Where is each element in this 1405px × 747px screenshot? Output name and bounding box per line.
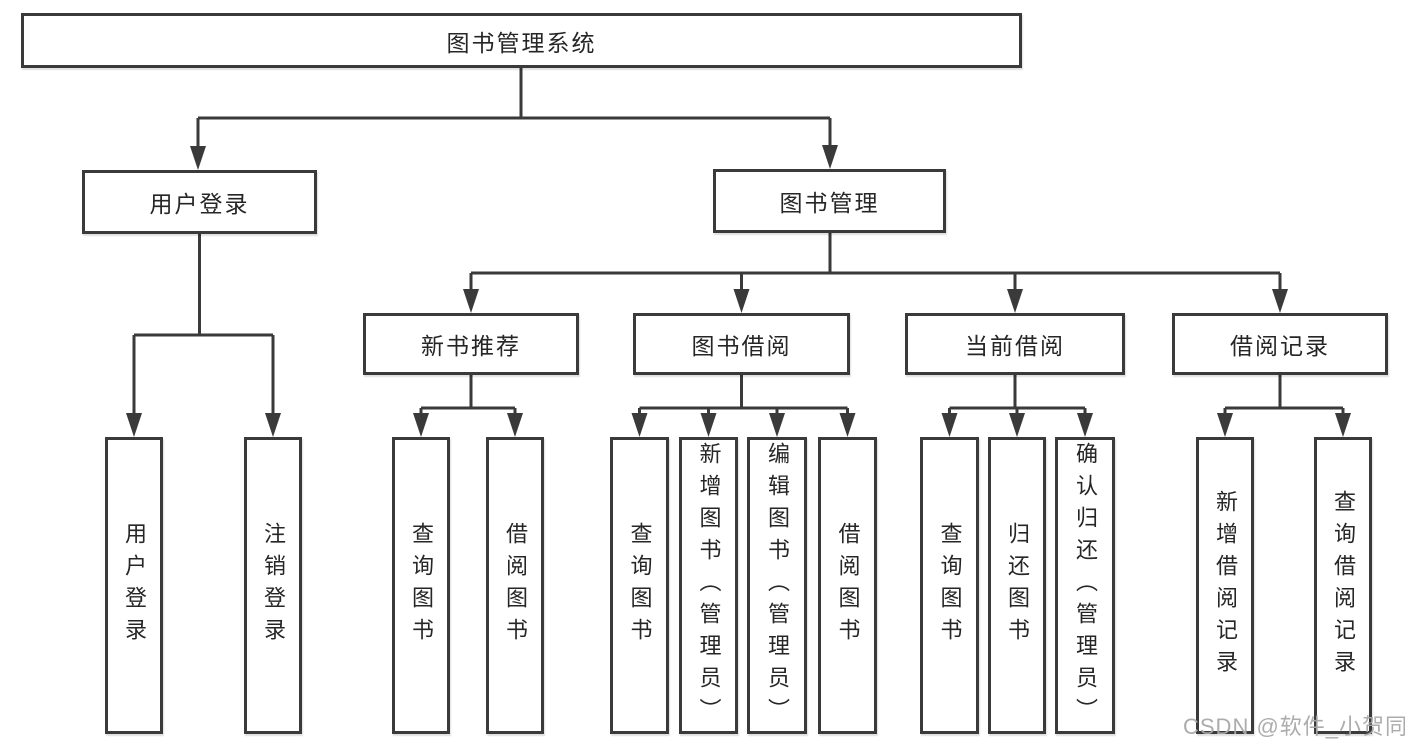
node-library-system-label: 图书管理系统 bbox=[446, 29, 597, 56]
leaf-recommend-borrow-books: 借阅图书 bbox=[486, 437, 544, 734]
edge-current-children bbox=[948, 375, 1087, 419]
leaf-recommend-query-books: 查询图书 bbox=[392, 437, 450, 734]
node-library-system: 图书管理系统 bbox=[21, 13, 1022, 68]
node-user-login-label: 用户登录 bbox=[149, 191, 250, 217]
leaf-borrow-books: 借阅图书 bbox=[818, 437, 877, 734]
leaf-recommend-query-books-label: 查询图书 bbox=[409, 521, 434, 650]
leaf-query-borrow-record: 查询借阅记录 bbox=[1314, 437, 1372, 734]
edge-borrow-children bbox=[638, 375, 849, 419]
leaf-return-books-label: 归还图书 bbox=[1005, 521, 1030, 650]
node-borrow-records: 借阅记录 bbox=[1172, 313, 1388, 375]
leaf-user-login: 用户登录 bbox=[105, 437, 163, 734]
node-book-borrow: 图书借阅 bbox=[633, 313, 850, 375]
edge-root-to-level2 bbox=[196, 68, 832, 150]
leaf-borrow-query-books-label: 查询图书 bbox=[627, 521, 653, 650]
leaf-confirm-return-admin: 确认归还（管理员） bbox=[1055, 437, 1115, 734]
leaf-current-query-books: 查询图书 bbox=[920, 437, 979, 734]
leaf-current-query-books-label: 查询图书 bbox=[937, 521, 963, 650]
leaf-return-books: 归还图书 bbox=[988, 437, 1046, 734]
leaf-add-borrow-record-label: 新增借阅记录 bbox=[1213, 489, 1238, 682]
node-new-book-recommend: 新书推荐 bbox=[363, 313, 579, 375]
node-new-book-recommend-label: 新书推荐 bbox=[421, 333, 521, 359]
leaf-edit-book-admin-label: 编辑图书（管理员） bbox=[765, 441, 790, 730]
arrowheads bbox=[126, 145, 1351, 437]
node-book-borrow-label: 图书借阅 bbox=[691, 333, 792, 359]
edge-user-login-children bbox=[132, 234, 275, 417]
node-current-borrow: 当前借阅 bbox=[905, 313, 1125, 375]
csdn-watermark: CSDN @软件_小贺同学 bbox=[1183, 714, 1405, 739]
leaf-user-login-label: 用户登录 bbox=[122, 521, 147, 650]
leaf-query-borrow-record-label: 查询借阅记录 bbox=[1331, 489, 1356, 682]
leaf-add-book-admin-label: 新增图书（管理员） bbox=[696, 441, 722, 730]
leaf-edit-book-admin: 编辑图书（管理员） bbox=[747, 437, 807, 734]
edge-recommend-children bbox=[419, 375, 517, 419]
node-user-login: 用户登录 bbox=[82, 170, 317, 234]
leaf-add-book-admin: 新增图书（管理员） bbox=[679, 437, 738, 734]
leaf-borrow-books-label: 借阅图书 bbox=[835, 521, 861, 650]
leaf-add-borrow-record: 新增借阅记录 bbox=[1196, 437, 1254, 734]
leaf-borrow-query-books: 查询图书 bbox=[610, 437, 669, 734]
leaf-logout-login: 注销登录 bbox=[244, 437, 302, 734]
edge-records-children bbox=[1223, 375, 1345, 419]
node-book-management: 图书管理 bbox=[713, 169, 946, 233]
node-borrow-records-label: 借阅记录 bbox=[1230, 333, 1330, 359]
leaf-confirm-return-admin-label: 确认归还（管理员） bbox=[1073, 441, 1098, 730]
node-book-management-label: 图书管理 bbox=[779, 190, 880, 216]
node-current-borrow-label: 当前借阅 bbox=[965, 333, 1065, 359]
leaf-logout-login-label: 注销登录 bbox=[261, 521, 286, 650]
leaf-recommend-borrow-books-label: 借阅图书 bbox=[503, 521, 528, 650]
edge-book-mgmt-children bbox=[469, 233, 1282, 293]
